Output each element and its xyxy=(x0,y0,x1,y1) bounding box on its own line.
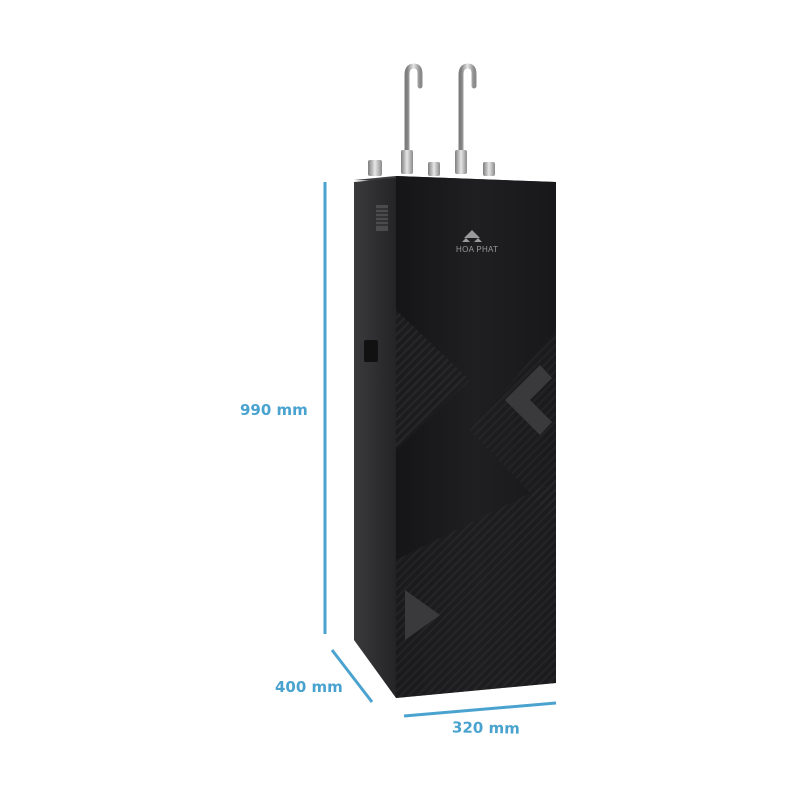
brand-name: HOA PHAT xyxy=(456,245,499,254)
side-handle xyxy=(364,340,378,362)
hoa-phat-logo-icon xyxy=(462,230,482,242)
top-fittings xyxy=(368,160,495,176)
width-dimension-line xyxy=(403,701,557,718)
faucet-left xyxy=(401,63,423,174)
faucet-right xyxy=(455,63,477,174)
front-pattern xyxy=(396,310,556,698)
height-label: 990 mm xyxy=(240,401,308,419)
depth-label: 400 mm xyxy=(275,678,343,696)
depth-dimension-line xyxy=(330,649,374,703)
cabinet-side xyxy=(354,178,396,698)
width-label: 320 mm xyxy=(451,718,520,738)
